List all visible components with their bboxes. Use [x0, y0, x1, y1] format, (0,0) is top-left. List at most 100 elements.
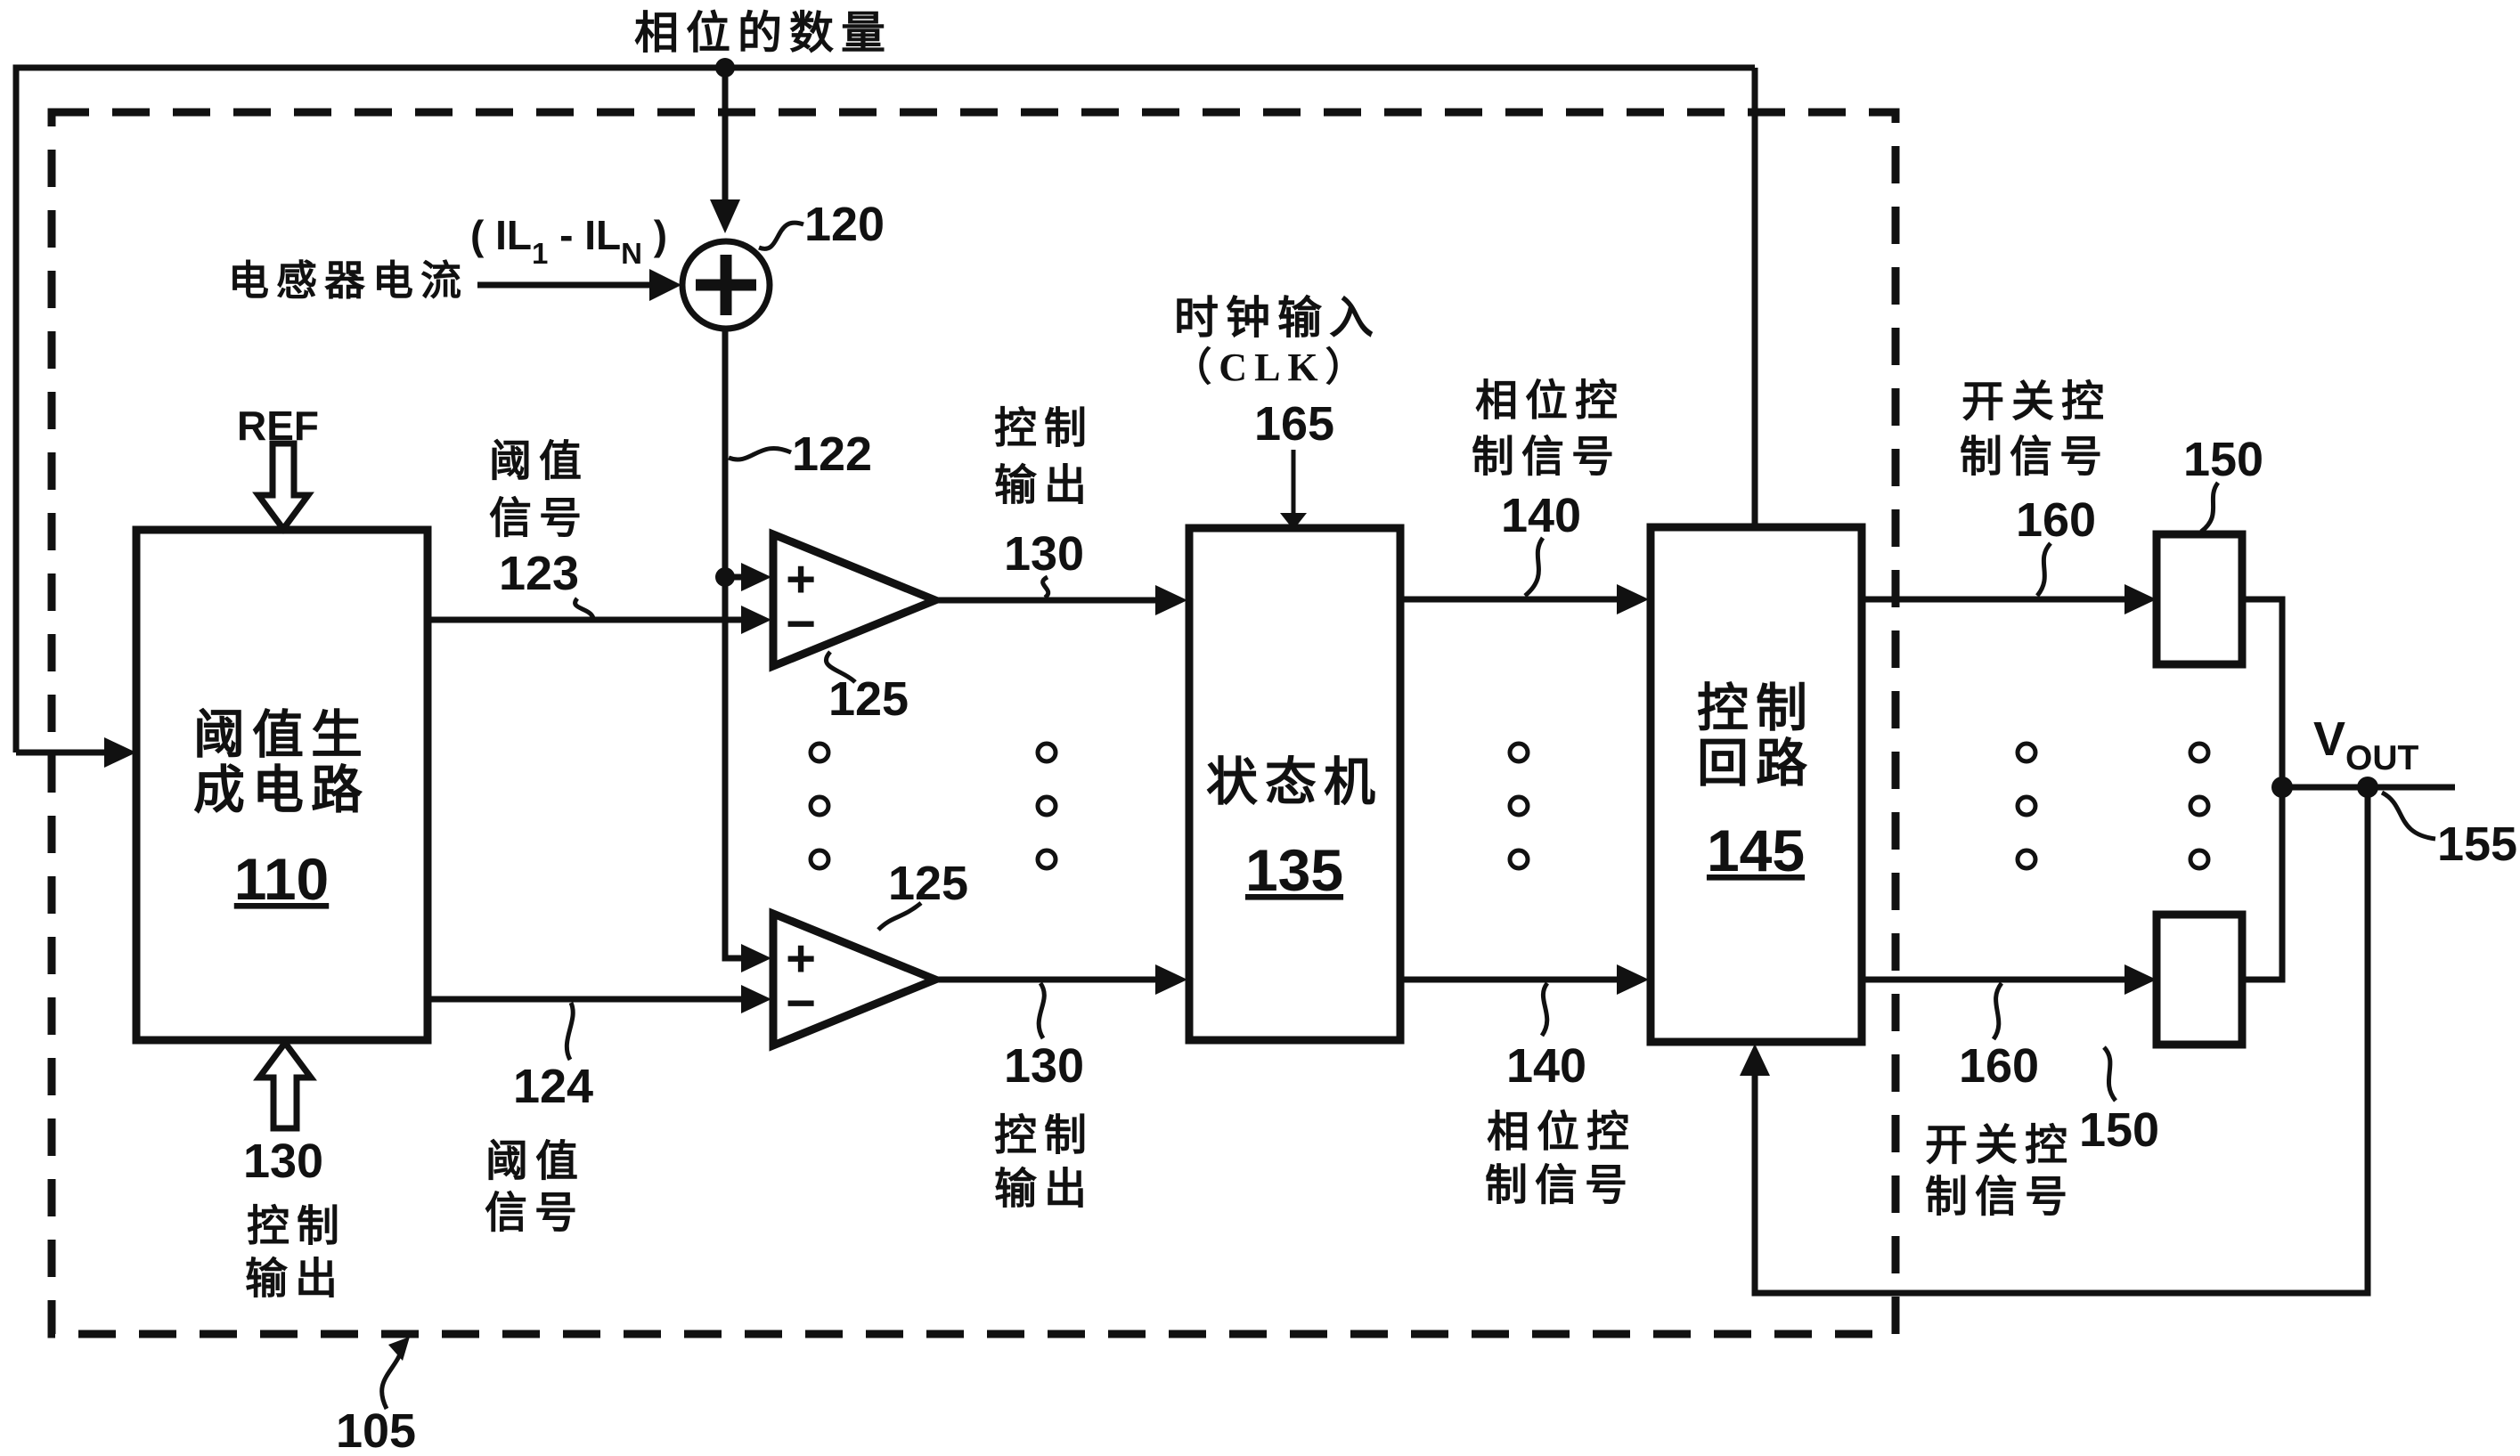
leader-150-upper [2199, 481, 2221, 533]
switch-box-lower [2152, 910, 2247, 1049]
arrowhead-105 [388, 1337, 410, 1361]
ref-125-upper: 125 [828, 672, 909, 726]
plus-icon [696, 255, 756, 315]
ref-130-bottom: 130 [243, 1135, 323, 1188]
arrowhead-sw-upper [2124, 584, 2157, 614]
leader-130-upper [1040, 574, 1051, 600]
threshold-generation-box [132, 525, 432, 1045]
comparator-upper-minus: − [786, 595, 816, 653]
ref-150-upper: 150 [2183, 433, 2263, 486]
ref-125-lower: 125 [888, 857, 968, 910]
comparator-upper-plus: + [786, 550, 816, 608]
threshold-signal-lower-line1: 阈值 [485, 1138, 585, 1185]
leader-120 [758, 220, 804, 251]
ref-hollow-arrow-icon [252, 440, 314, 534]
ref-160-lower: 160 [1959, 1039, 2039, 1093]
control-output-hollow-arrow-icon [253, 1037, 317, 1132]
leader-140-lower [1539, 981, 1550, 1037]
ref-155: 155 [2437, 817, 2517, 871]
ellipsis-dots-phase-control [1507, 741, 1530, 871]
ref-140-upper: 140 [1501, 489, 1581, 542]
dashed-boundary-box [47, 108, 1900, 1338]
ref-110: 110 [234, 846, 329, 912]
arrowhead-sm-upper [1155, 585, 1187, 615]
phase-count-feedback-line [12, 64, 1755, 752]
ref-input-label: REF [237, 403, 319, 449]
ref-145: 145 [1707, 817, 1805, 883]
arrowhead-into-summer [710, 199, 740, 233]
control-output-mid-lower-line2: 输出 [994, 1166, 1094, 1213]
control-output-upper-line2: 输出 [994, 462, 1094, 509]
state-machine-label: 状态机 [1206, 753, 1382, 811]
threshold-signal-upper-line1: 阈值 [489, 438, 589, 485]
ref-122: 122 [792, 427, 872, 481]
ellipsis-dots-comparators [808, 741, 831, 871]
arrowhead-into-110 [104, 737, 136, 768]
arrowhead-clk [1280, 513, 1307, 530]
switch-control-upper-line1: 开关控 [1961, 378, 2111, 426]
leader-125-upper [824, 650, 857, 684]
ref-130-mid-lower: 130 [1004, 1039, 1084, 1093]
ref-123: 123 [499, 547, 579, 600]
leader-150-lower [2102, 1045, 2118, 1102]
junction-dot-vout-1 [2271, 777, 2293, 798]
ref-130-upper: 130 [1004, 527, 1084, 581]
arrowhead-upper-plus [741, 563, 771, 591]
vout-feedback-line [1751, 787, 2371, 1297]
leader-122 [728, 445, 793, 462]
ellipsis-dots-switch-control [2015, 741, 2038, 871]
comparator-upper [769, 528, 946, 672]
arrowhead-lower-minus [741, 985, 771, 1013]
ref-105: 105 [336, 1404, 416, 1456]
leader-155 [2380, 790, 2436, 842]
phase-control-lower-line1: 相位控 [1487, 1109, 1636, 1156]
arrowhead-upper-minus [741, 606, 771, 634]
leader-124 [564, 1001, 575, 1061]
ref-140-lower: 140 [1506, 1039, 1586, 1093]
switch-control-lower-line2: 制信号 [1925, 1174, 2075, 1221]
leader-105 [379, 1347, 405, 1411]
switch-control-upper-line2: 制信号 [1960, 434, 2109, 481]
ref-135: 135 [1245, 837, 1343, 903]
arrowhead-cl-upper [1617, 584, 1649, 614]
threshold-signal-lower-line2: 信号 [485, 1190, 584, 1237]
control-output-bottom-line2: 输出 [245, 1256, 345, 1303]
comparator-lower-minus: − [786, 974, 816, 1032]
control-loop-line2: 回路 [1697, 735, 1815, 793]
phase-control-lower-line2: 制信号 [1485, 1162, 1635, 1209]
junction-dot-vout-2 [2357, 777, 2378, 798]
leader-130-lower [1036, 981, 1047, 1040]
ellipsis-dots-control-outputs [1035, 741, 1058, 871]
arrowhead-lower-plus [741, 944, 771, 972]
phase-control-upper-line2: 制信号 [1472, 434, 1621, 481]
state-machine-box [1185, 524, 1405, 1045]
arrowhead-sw-lower [2124, 964, 2157, 995]
threshold-signal-upper-line2: 信号 [489, 495, 589, 542]
switch-box-upper [2152, 530, 2247, 669]
leader-125-lower [877, 901, 923, 931]
vout-label: VOUT [2313, 712, 2419, 777]
arrowhead-cl-lower [1617, 964, 1649, 995]
ref-160-upper: 160 [2016, 493, 2096, 547]
ref-165: 165 [1254, 397, 1334, 451]
threshold-gen-line2: 成电路 [193, 761, 370, 819]
clock-input-label: 时钟输入 [1174, 293, 1381, 343]
control-output-upper-line1: 控制 [994, 405, 1094, 452]
control-output-bottom-line1: 控制 [247, 1203, 347, 1250]
inductor-current-formula: ( IL1 - ILN ) [470, 212, 667, 270]
control-output-mid-lower-line1: 控制 [994, 1112, 1094, 1159]
summed-signal-line-122 [722, 329, 756, 962]
ellipsis-dots-switches [2188, 741, 2211, 871]
comparator-lower [769, 907, 946, 1052]
arrowhead-inductor [649, 269, 681, 301]
leader-140-upper [1523, 536, 1545, 598]
arrowhead-sm-lower [1155, 964, 1187, 995]
inductor-current-label: 电感器电流 [228, 258, 469, 304]
comparator-lower-plus: + [786, 930, 816, 988]
control-loop-line1: 控制 [1697, 679, 1815, 737]
phase-control-upper-line1: 相位控 [1475, 378, 1625, 425]
ref-124: 124 [513, 1060, 593, 1113]
arrowhead-into-145 [1740, 1044, 1770, 1076]
